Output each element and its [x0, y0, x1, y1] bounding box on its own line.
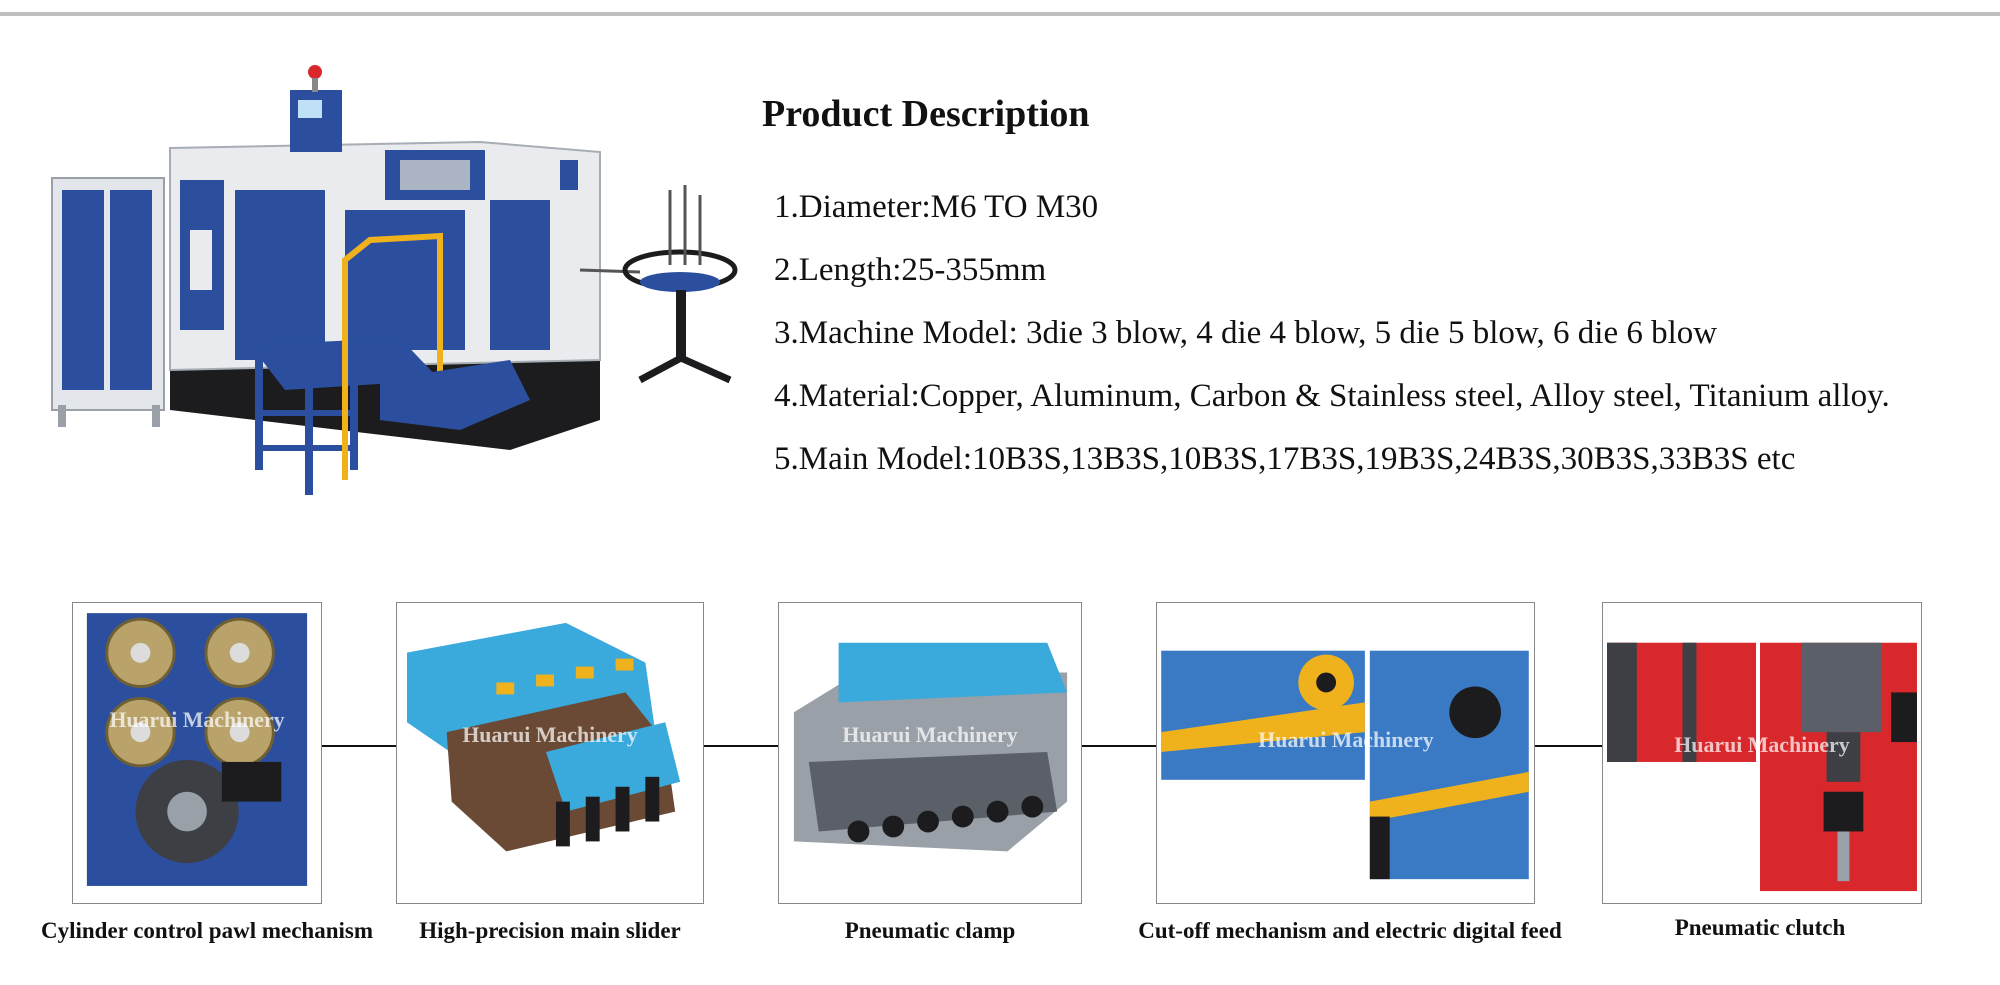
connector-line — [322, 745, 396, 747]
connector-line — [1535, 745, 1602, 747]
feature-image-pneumatic-clamp: Huarui Machinery — [778, 602, 1082, 904]
caption-main-slider: High-precision main slider — [419, 918, 681, 943]
spec-diameter: 1.Diameter:M6 TO M30 — [774, 189, 1099, 225]
feature-image-cutoff-mechanism: Huarui Machinery — [1156, 602, 1535, 904]
watermark-text: Huarui Machinery — [842, 723, 1017, 747]
connector-line — [704, 745, 778, 747]
spec-length: 2.Length:25-355mm — [774, 252, 1047, 288]
connector-line — [1082, 745, 1156, 747]
product-description-title: Product Description — [762, 93, 1090, 135]
spec-material: 4.Material:Copper, Aluminum, Carbon & St… — [774, 378, 1890, 414]
watermark-text: Huarui Machinery — [1674, 733, 1849, 757]
feature-image-pawl-mechanism: Huarui Machinery — [72, 602, 322, 904]
caption-pneumatic-clamp: Pneumatic clamp — [844, 918, 1016, 943]
caption-pneumatic-clutch: Pneumatic clutch — [1674, 915, 1846, 940]
watermark-text: Huarui Machinery — [462, 723, 637, 747]
feature-image-main-slider: Huarui Machinery — [396, 602, 704, 904]
spec-main-model: 5.Main Model:10B3S,13B3S,10B3S,17B3S,19B… — [774, 441, 1796, 477]
spec-machine-model: 3.Machine Model: 3die 3 blow, 4 die 4 bl… — [774, 315, 1718, 351]
caption-pawl-mechanism: Cylinder control pawl mechanism — [40, 918, 374, 943]
watermark-text: Huarui Machinery — [109, 708, 284, 732]
feature-image-pneumatic-clutch: Huarui Machinery — [1602, 602, 1922, 904]
spec-list: 1.Diameter:M6 TO M30 2.Length:25-355mm 3… — [774, 182, 1890, 497]
caption-cutoff-mechanism: Cut-off mechanism and electric digital f… — [1138, 918, 1562, 943]
cold-heading-machine-image — [51, 65, 738, 495]
top-divider — [0, 12, 2000, 16]
watermark-text: Huarui Machinery — [1258, 728, 1433, 752]
